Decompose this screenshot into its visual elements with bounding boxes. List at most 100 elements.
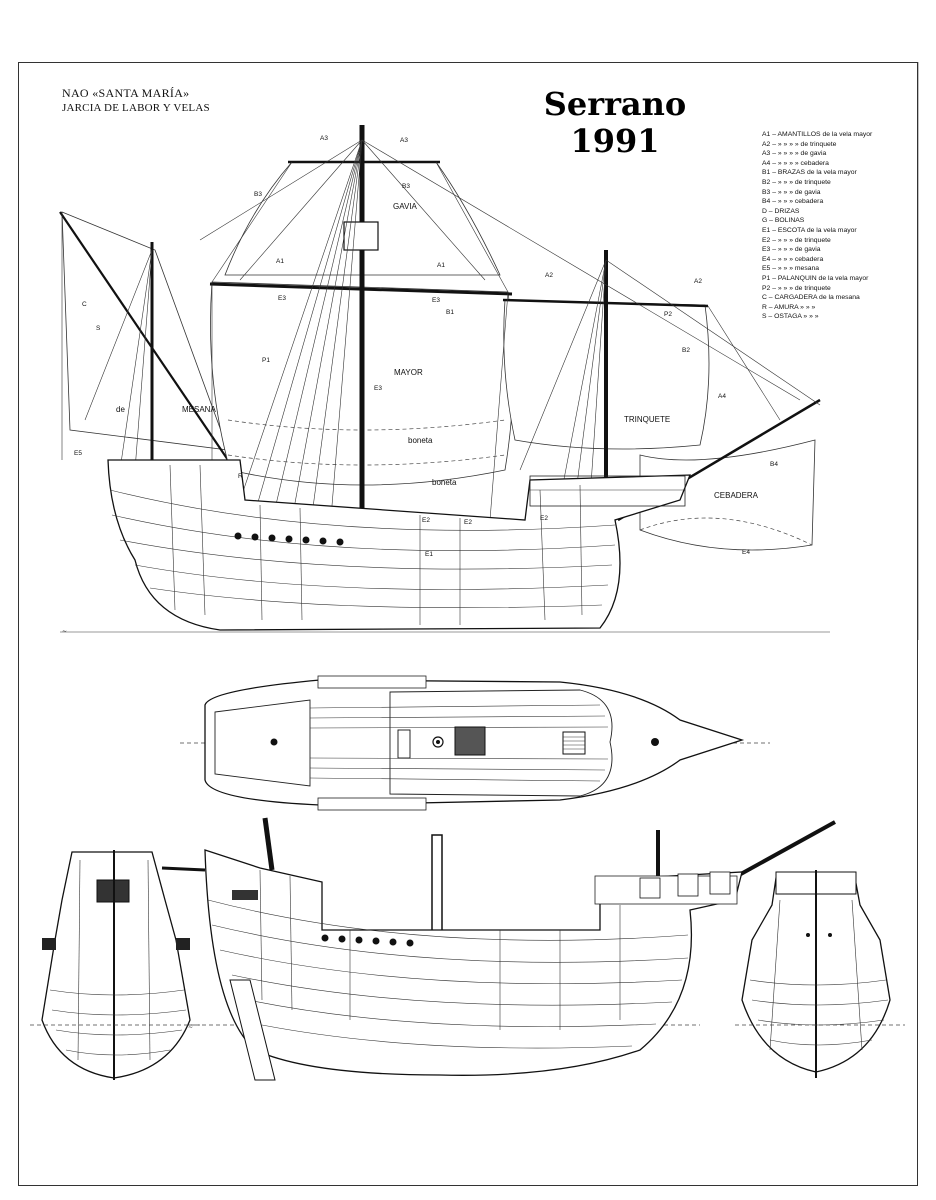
label-boneta: boneta <box>408 436 433 445</box>
rig-label: E5 <box>74 450 82 457</box>
deck-plan-view <box>180 675 770 811</box>
hull-side-elevation <box>107 459 691 631</box>
hull-profile <box>204 849 743 1076</box>
mesana-yard <box>59 211 229 461</box>
stern-port-left <box>42 938 56 950</box>
author-stamp: Serrano 1991 <box>530 86 700 160</box>
rig-label: E2 <box>540 515 548 522</box>
main-mast-stub <box>431 834 443 934</box>
legend-item: D – DRIZAS <box>762 207 800 215</box>
mizzen-stub <box>262 817 275 871</box>
legend-item: E1 – ESCOTA de la vela mayor <box>762 226 857 234</box>
rigging-legend: A1 – AMANTILLOS de la vela mayor A2 – » … <box>762 130 912 322</box>
forecastle-rail <box>529 475 686 507</box>
boomkin <box>161 866 206 872</box>
legend-item: E5 – » » » mesana <box>762 265 820 273</box>
rig-label: R <box>238 473 243 480</box>
forecastle-shields <box>639 871 731 899</box>
rudder <box>229 979 276 1081</box>
rig-label: B3 <box>402 183 410 190</box>
profile-deadeyes <box>321 934 414 947</box>
rig-label: A4 <box>718 393 726 400</box>
rig-label: C <box>82 301 87 308</box>
label-trinquete: TRINQUETE <box>624 415 670 424</box>
bow-view <box>735 870 905 1078</box>
chainwale-top <box>317 675 427 689</box>
label-mayor: MAYOR <box>394 368 423 377</box>
label-gavia: GAVIA <box>393 202 418 211</box>
chainwale-bottom <box>317 797 427 811</box>
sail-plan-view: GAVIA MAYOR MESANA de TRINQUETE CEBADERA… <box>59 125 830 633</box>
legend-item: B1 – BRAZAS de la vela mayor <box>762 169 857 177</box>
rig-label: E4 <box>742 549 750 556</box>
legend-item: E3 – » » » de gavia <box>762 246 821 254</box>
rig-label: A1 <box>276 258 284 265</box>
rigging-label-group: A1 A1 A2 A2 A3 A3 A4 B1 B2 B3 B3 B4 E1 E… <box>74 135 778 558</box>
artist-signature-top: ~ <box>62 628 68 635</box>
main-hatch <box>454 726 486 756</box>
mizzen-mast-step <box>270 738 278 746</box>
rig-label: A2 <box>694 278 702 285</box>
grating <box>562 731 586 755</box>
rig-label: A3 <box>400 137 408 144</box>
hawse-hole-left <box>806 933 810 937</box>
cebadera-sail-curve <box>639 517 813 546</box>
stern-view <box>30 850 200 1080</box>
legend-item: A2 – » » » » de trinquete <box>762 140 837 148</box>
stern-port-right <box>176 938 190 950</box>
profile-planking <box>207 869 689 1049</box>
crows-nest <box>343 221 379 251</box>
rig-label: E3 <box>374 385 382 392</box>
legend-item: A1 – AMANTILLOS de la vela mayor <box>762 131 873 138</box>
rig-label: B4 <box>770 461 778 468</box>
author-year: 1991 <box>570 122 660 160</box>
stern-planking <box>49 859 187 1061</box>
rig-label: E3 <box>432 297 440 304</box>
legend-item: S – OSTAGA » » » <box>762 313 819 321</box>
author-name: Serrano <box>543 85 687 123</box>
hawse-hole-right <box>828 933 832 937</box>
stern-windows <box>232 890 258 900</box>
rig-label: E1 <box>425 551 433 558</box>
grating-bars <box>563 736 585 750</box>
rig-label: B1 <box>446 309 454 316</box>
legend-item: E4 – » » » cebadera <box>762 255 824 263</box>
legend-item: C – CARGADERA de la mesana <box>762 294 860 302</box>
drawing-title: NAO «SANTA MARÍA» <box>62 86 190 100</box>
rig-label: B3 <box>254 191 262 198</box>
legend-item: A4 – » » » » cebadera <box>762 159 829 167</box>
drawing-frame <box>18 62 918 1186</box>
legend-item: P1 – PALANQUIN de la vela mayor <box>762 274 869 282</box>
drawing-subtitle: JARCIA DE LABOR Y VELAS <box>62 102 210 114</box>
bowsprit-profile <box>729 820 836 882</box>
label-boneta: boneta <box>432 478 457 487</box>
rig-label: P1 <box>262 357 270 364</box>
legend-item: P2 – » » » de trinquete <box>762 284 831 292</box>
rig-label: E2 <box>464 519 472 526</box>
legend-item: G – BOLINAS <box>762 217 805 225</box>
rig-label: B2 <box>682 347 690 354</box>
rig-label: E3 <box>278 295 286 302</box>
label-cebadera: CEBADERA <box>714 491 759 500</box>
hull-planking <box>109 464 616 625</box>
rig-label: A1 <box>437 262 445 269</box>
deadeyes <box>234 532 344 546</box>
capstan <box>397 729 411 759</box>
label-mesana: MESANA <box>182 405 216 414</box>
label-de: de <box>116 405 125 414</box>
rig-label: P2 <box>664 311 672 318</box>
rig-label: A3 <box>320 135 328 142</box>
hull-profile-view <box>160 817 836 1081</box>
main-mast-step-center <box>436 740 440 744</box>
rig-label: A2 <box>545 272 553 279</box>
poop-deck <box>214 699 311 787</box>
mesana-sail <box>61 211 229 451</box>
artist-signature-bottom: ~ <box>188 1024 194 1031</box>
legend-item: R – AMURA » » » <box>762 303 816 311</box>
legend-item: B4 – » » » cebadera <box>762 198 824 206</box>
legend-item: A3 – » » » » de gavia <box>762 150 827 158</box>
rig-label: S <box>96 325 101 332</box>
legend-item: B3 – » » » de gavia <box>762 188 821 196</box>
